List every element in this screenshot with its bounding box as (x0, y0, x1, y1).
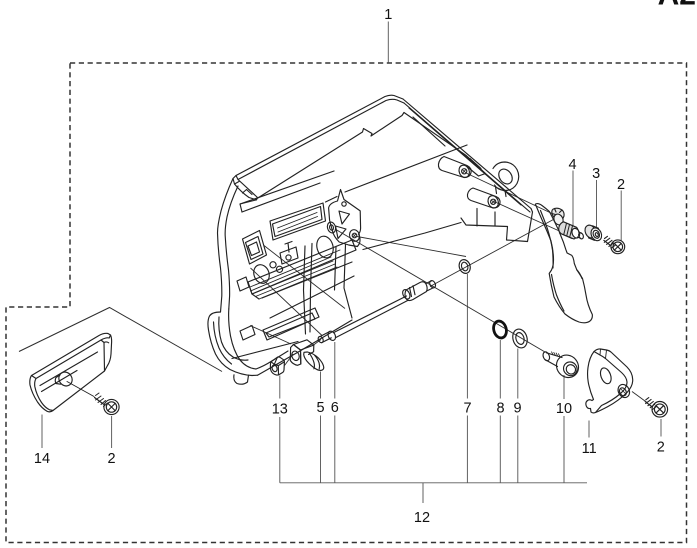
svg-text:8: 8 (496, 401, 504, 417)
svg-text:A2: A2 (658, 0, 696, 12)
svg-text:4: 4 (568, 157, 576, 173)
svg-text:11: 11 (582, 441, 597, 457)
svg-text:2: 2 (657, 440, 665, 456)
svg-text:6: 6 (331, 400, 339, 416)
svg-text:1: 1 (384, 7, 392, 23)
svg-text:3: 3 (592, 166, 600, 182)
svg-text:7: 7 (464, 401, 472, 417)
svg-text:12: 12 (414, 510, 430, 526)
svg-text:5: 5 (316, 400, 324, 416)
svg-text:13: 13 (272, 402, 288, 418)
svg-text:2: 2 (108, 451, 116, 467)
svg-text:10: 10 (556, 401, 572, 417)
svg-text:14: 14 (34, 451, 50, 467)
svg-text:2: 2 (617, 177, 625, 193)
svg-text:9: 9 (513, 401, 521, 417)
